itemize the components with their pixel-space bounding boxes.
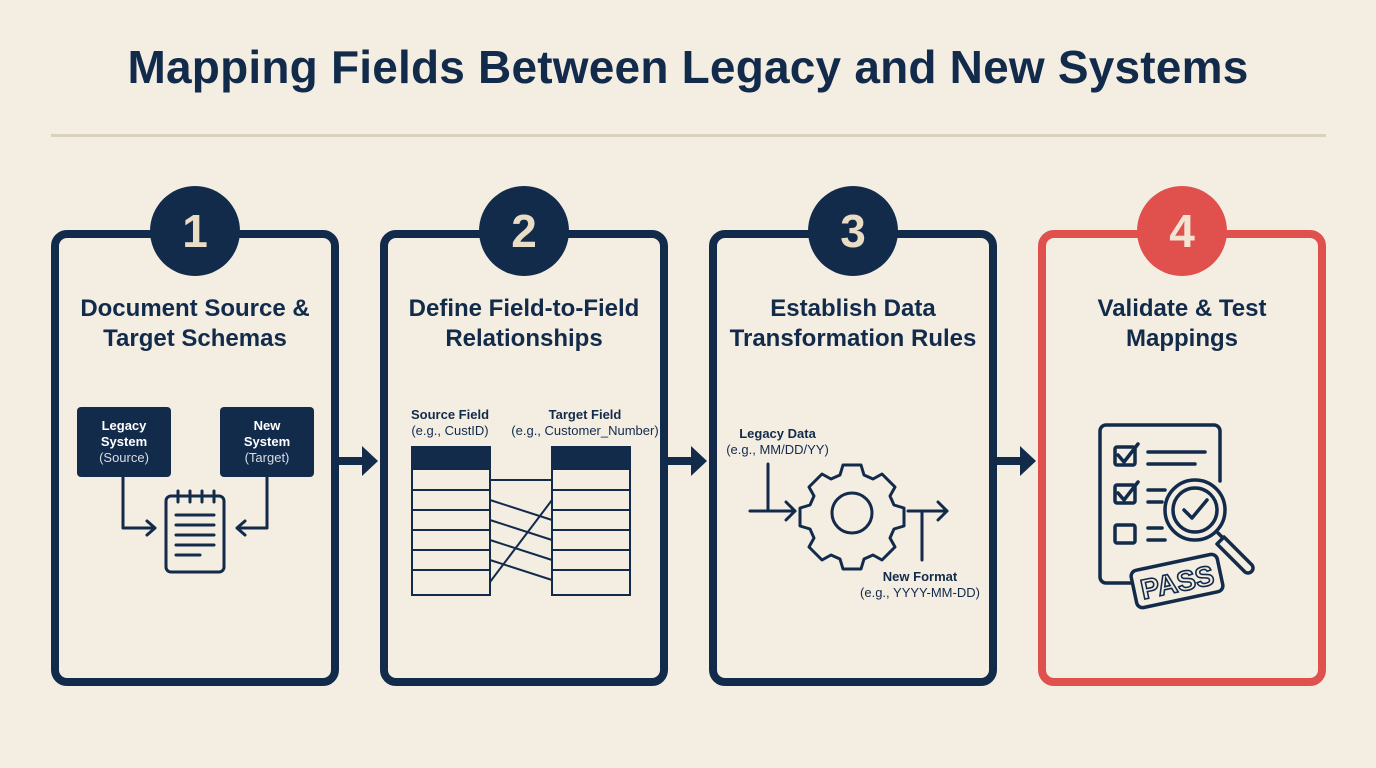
- legacy-data-label: Legacy Data (e.g., MM/DD/YY): [726, 426, 829, 457]
- step-1-badge: 1: [150, 186, 240, 276]
- title-divider: [51, 134, 1326, 137]
- new-system-box: New System (Target): [220, 407, 314, 477]
- step-4-badge: 4: [1137, 186, 1227, 276]
- source-field-label: Source Field (e.g., CustID): [410, 407, 490, 438]
- step-1-title: Document Source & Target Schemas: [80, 295, 310, 352]
- arrow-right-icon: [667, 446, 707, 476]
- step-2-title: Define Field-to-Field Relationships: [408, 295, 640, 352]
- step-2-badge: 2: [479, 186, 569, 276]
- step-3-title: Establish Data Transformation Rules: [729, 295, 977, 352]
- arrow-right-icon: [338, 446, 378, 476]
- arrow-right-icon: [996, 446, 1036, 476]
- target-field-label: Target Field (e.g., Customer_Number): [511, 407, 659, 438]
- step-3-badge: 3: [808, 186, 898, 276]
- step-4-title: Validate & Test Mappings: [1097, 295, 1267, 352]
- page-title: Mapping Fields Between Legacy and New Sy…: [127, 41, 1249, 93]
- legacy-system-box: Legacy System (Source): [77, 407, 171, 477]
- new-format-label: New Format (e.g., YYYY-MM-DD): [860, 569, 980, 600]
